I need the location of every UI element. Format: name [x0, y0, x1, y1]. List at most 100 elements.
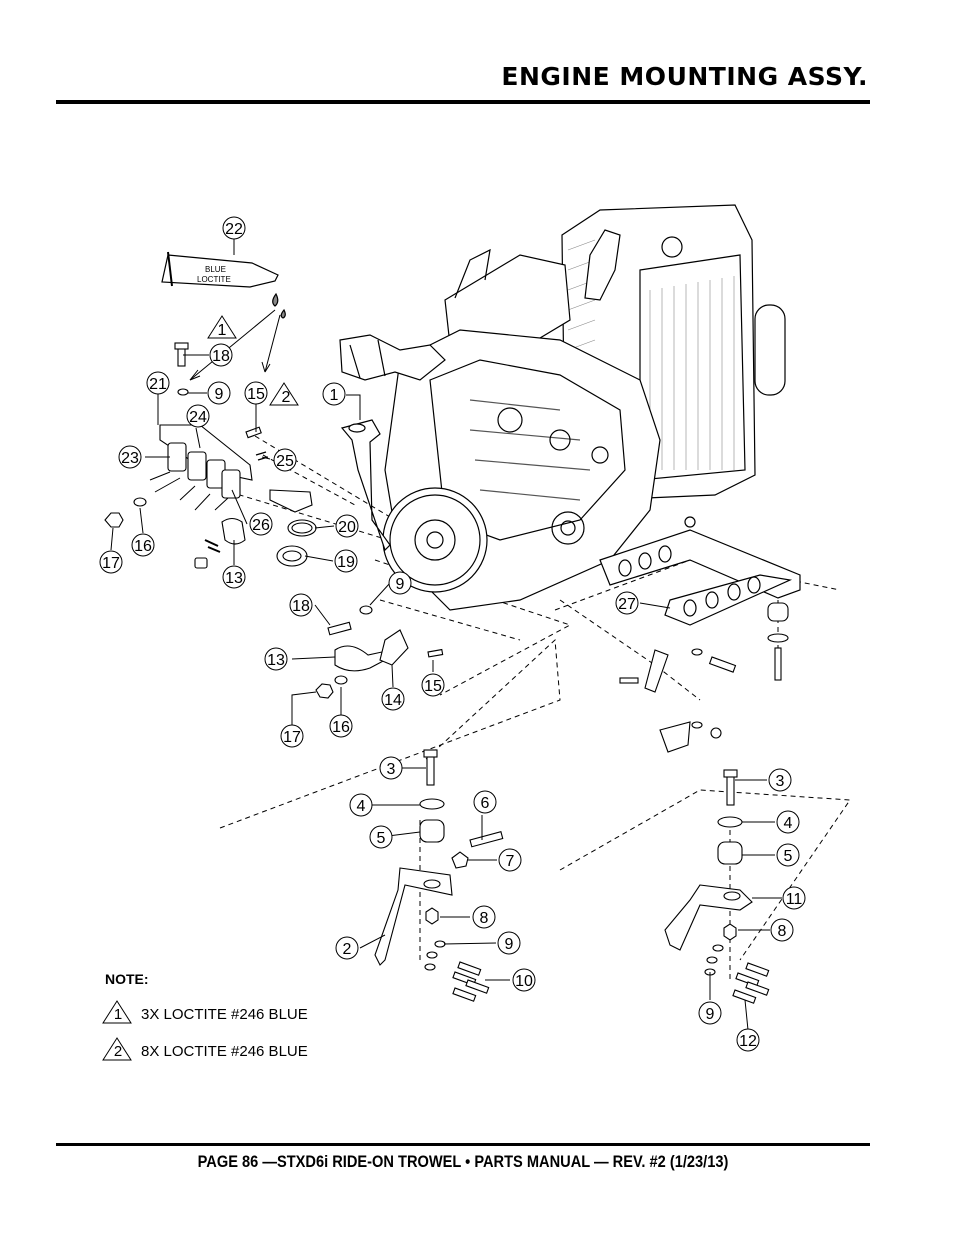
svg-text:2: 2	[282, 389, 291, 406]
svg-text:9: 9	[396, 576, 405, 593]
callout-16b: 16	[329, 714, 353, 738]
right-lower-mount	[664, 769, 770, 1004]
callout-1: 1	[322, 382, 346, 406]
tube-label-line2: LOCTITE	[197, 275, 231, 284]
callout-2: 2	[335, 936, 359, 960]
note-heading: NOTE:	[105, 971, 149, 987]
callout-14: 14	[381, 687, 405, 711]
callout-15b: 15	[421, 673, 445, 697]
callout-9: 9	[207, 381, 231, 405]
callout-23: 23	[118, 445, 142, 469]
svg-text:23: 23	[121, 450, 139, 467]
svg-text:2: 2	[114, 1043, 122, 1060]
callout-18: 18	[209, 343, 233, 367]
svg-text:18: 18	[292, 598, 310, 615]
callout-5b: 5	[776, 843, 800, 867]
callout-9b: 9	[388, 571, 412, 595]
callout-leaders	[110, 239, 782, 1031]
callout-4b: 4	[776, 810, 800, 834]
callout-circles: 22 18 9 21 24 15 1 23 25 26 20 16 17 13 …	[99, 216, 806, 1052]
svg-text:5: 5	[784, 848, 793, 865]
callout-17b: 17	[280, 724, 304, 748]
svg-text:5: 5	[377, 830, 386, 847]
callout-18b: 18	[289, 593, 313, 617]
loctite-tube	[161, 251, 286, 319]
svg-text:12: 12	[739, 1033, 757, 1050]
svg-text:25: 25	[276, 453, 294, 470]
bracket-1	[340, 419, 391, 552]
callout-5: 5	[369, 825, 393, 849]
svg-text:7: 7	[506, 853, 515, 870]
callout-7: 7	[498, 848, 522, 872]
svg-text:3X LOCTITE #246 BLUE: 3X LOCTITE #246 BLUE	[141, 1006, 308, 1023]
svg-text:8: 8	[778, 923, 787, 940]
tube-label-line1: BLUE	[205, 265, 226, 274]
svg-text:11: 11	[786, 891, 803, 908]
svg-text:15: 15	[424, 678, 442, 695]
footer-rule	[56, 1143, 870, 1146]
svg-text:18: 18	[212, 348, 230, 365]
note-item-1: 1 3X LOCTITE #246 BLUE	[102, 1000, 308, 1024]
svg-text:16: 16	[134, 538, 152, 555]
svg-text:16: 16	[332, 719, 350, 736]
callout-15: 15	[244, 381, 268, 405]
svg-text:8X LOCTITE #246 BLUE: 8X LOCTITE #246 BLUE	[141, 1043, 308, 1060]
svg-text:15: 15	[247, 386, 265, 403]
triangle-marker-2: 2	[269, 382, 299, 406]
triangle-markers: 1 2	[207, 315, 299, 406]
callout-10: 10	[512, 968, 536, 992]
callout-24: 24	[186, 404, 210, 428]
svg-text:9: 9	[215, 386, 224, 403]
svg-text:17: 17	[102, 555, 120, 572]
svg-text:24: 24	[189, 409, 207, 426]
svg-text:1: 1	[330, 387, 339, 404]
svg-text:1: 1	[218, 322, 227, 339]
callout-3: 3	[379, 756, 403, 780]
callout-27: 27	[615, 591, 639, 615]
svg-text:19: 19	[337, 554, 355, 571]
svg-text:21: 21	[149, 376, 167, 393]
svg-text:17: 17	[283, 729, 301, 746]
callout-17: 17	[99, 550, 123, 574]
callout-13: 13	[222, 565, 246, 589]
callout-9c: 9	[497, 931, 521, 955]
callout-16: 16	[131, 533, 155, 557]
svg-text:13: 13	[225, 570, 243, 587]
page-title: ENGINE MOUNTING ASSY.	[501, 62, 868, 91]
callout-19: 19	[334, 549, 358, 573]
callout-26: 26	[249, 512, 273, 536]
callout-9d: 9	[698, 1001, 722, 1025]
svg-text:22: 22	[225, 221, 243, 238]
svg-text:1: 1	[114, 1006, 122, 1023]
callout-8b: 8	[770, 918, 794, 942]
svg-text:3: 3	[776, 773, 785, 790]
header-rule	[56, 100, 870, 104]
callout-13b: 13	[264, 647, 288, 671]
callout-8: 8	[472, 905, 496, 929]
svg-text:2: 2	[343, 941, 352, 958]
callout-20: 20	[335, 514, 359, 538]
callout-25: 25	[273, 448, 297, 472]
engine-assembly	[339, 204, 786, 611]
callout-11: 11	[782, 886, 806, 910]
note-item-2: 2 8X LOCTITE #246 BLUE	[102, 1037, 308, 1061]
callout-6: 6	[473, 790, 497, 814]
svg-text:3: 3	[387, 761, 396, 778]
svg-text:6: 6	[481, 795, 490, 812]
callout-4: 4	[349, 793, 373, 817]
loctite-arrows	[189, 309, 281, 381]
svg-text:4: 4	[784, 815, 793, 832]
svg-text:13: 13	[267, 652, 285, 669]
svg-text:9: 9	[505, 936, 514, 953]
svg-text:26: 26	[252, 517, 270, 534]
callout-12: 12	[736, 1028, 760, 1052]
svg-text:8: 8	[480, 910, 489, 927]
svg-text:10: 10	[515, 973, 533, 990]
callout-21: 21	[146, 371, 170, 395]
relay-bracket-group	[104, 342, 317, 569]
page-footer: PAGE 86 —STXD6i RIDE-ON TROWEL • PARTS M…	[197, 1152, 729, 1171]
bracket-27	[599, 516, 801, 626]
svg-text:4: 4	[357, 798, 366, 815]
mount-27-hardware	[619, 602, 789, 753]
